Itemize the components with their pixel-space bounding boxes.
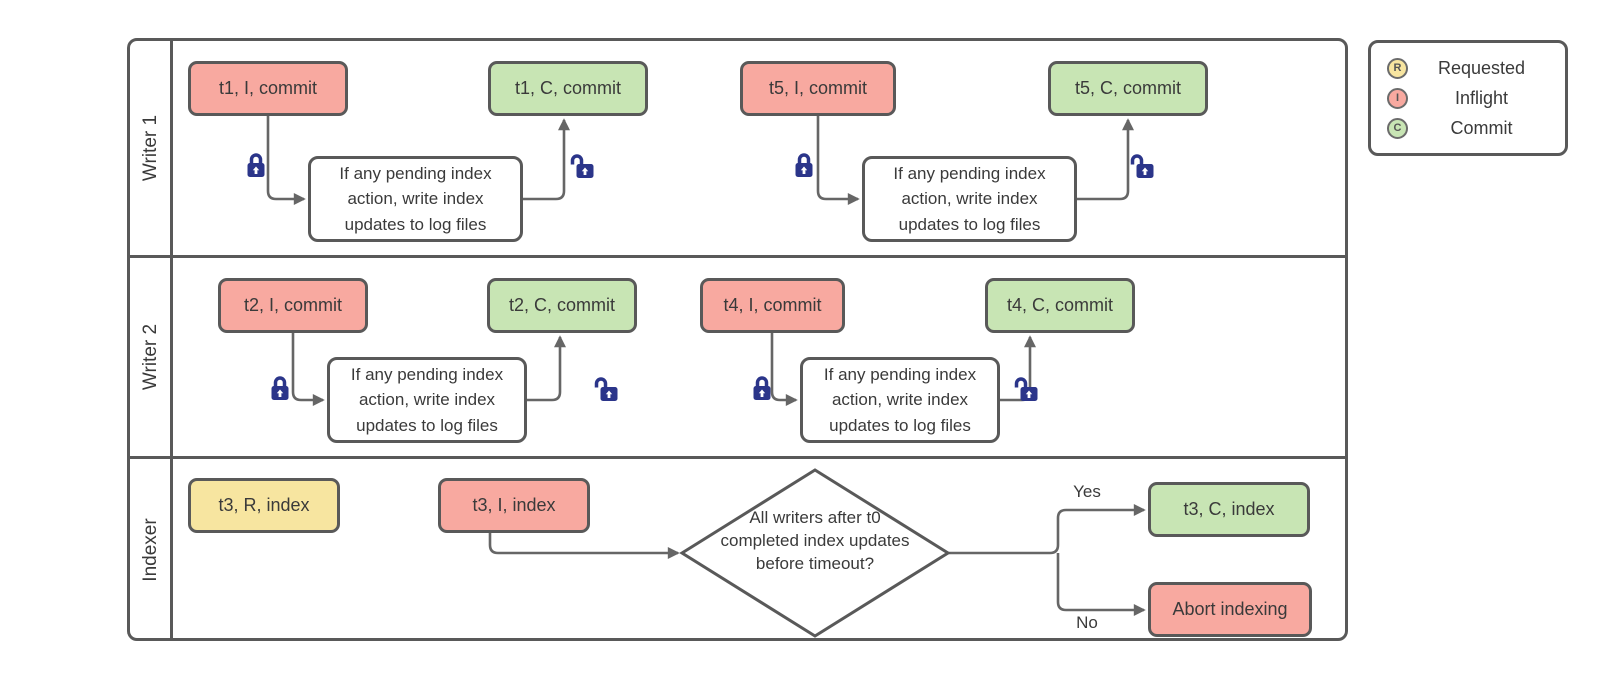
legend-label-inflight: Inflight xyxy=(1454,87,1509,108)
state-box-t3-requested: t3, R, index xyxy=(188,478,340,533)
state-box-t1-inflight: t1, I, commit xyxy=(188,61,348,116)
inflight-swatch-icon: I xyxy=(1387,87,1408,109)
lane-label-writer-1: Writer 1 xyxy=(140,114,161,182)
state-box-abort-indexing: Abort indexing xyxy=(1148,582,1312,637)
legend-item-requested: R Requested xyxy=(1387,55,1555,81)
closed-lock-icon xyxy=(268,373,292,403)
process-box-write-index-updates-4: If any pending index action, write index… xyxy=(800,357,1000,443)
state-box-t3-commit: t3, C, index xyxy=(1148,482,1310,537)
closed-lock-icon xyxy=(792,150,816,180)
decision-label: All writers after t0 completed index upd… xyxy=(720,508,910,573)
branch-label-yes: Yes xyxy=(1073,482,1101,501)
legend-item-commit: C Commit xyxy=(1387,115,1555,141)
legend-label-requested: Requested xyxy=(1437,57,1526,78)
requested-swatch-icon: R xyxy=(1387,57,1408,79)
state-box-t2-commit: t2, C, commit xyxy=(487,278,637,333)
state-box-t4-commit: t4, C, commit xyxy=(985,278,1135,333)
process-box-write-index-updates-3: If any pending index action, write index… xyxy=(327,357,527,443)
closed-lock-icon xyxy=(750,373,774,403)
open-lock-icon xyxy=(1130,151,1154,181)
lane-title-divider xyxy=(170,41,173,638)
open-lock-icon xyxy=(570,151,594,181)
state-box-t3-inflight: t3, I, index xyxy=(438,478,590,533)
legend: R Requested I Inflight C Commit xyxy=(1368,40,1568,156)
lane-divider-2 xyxy=(130,456,1345,459)
state-box-t1-commit: t1, C, commit xyxy=(488,61,648,116)
state-box-t5-inflight: t5, I, commit xyxy=(740,61,896,116)
lane-label-writer-2: Writer 2 xyxy=(140,323,161,391)
closed-lock-icon xyxy=(244,150,268,180)
open-lock-icon xyxy=(594,374,618,404)
process-box-write-index-updates-1: If any pending index action, write index… xyxy=(308,156,523,242)
legend-label-commit: Commit xyxy=(1450,117,1513,138)
process-box-write-index-updates-2: If any pending index action, write index… xyxy=(862,156,1077,242)
state-box-t2-inflight: t2, I, commit xyxy=(218,278,368,333)
state-box-t5-commit: t5, C, commit xyxy=(1048,61,1208,116)
branch-label-no: No xyxy=(1076,613,1098,632)
legend-item-inflight: I Inflight xyxy=(1387,85,1555,111)
state-box-t4-inflight: t4, I, commit xyxy=(700,278,845,333)
lane-label-indexer: Indexer xyxy=(140,518,161,582)
commit-swatch-icon: C xyxy=(1387,117,1408,139)
open-lock-icon xyxy=(1014,374,1038,404)
lane-divider-1 xyxy=(130,255,1345,258)
